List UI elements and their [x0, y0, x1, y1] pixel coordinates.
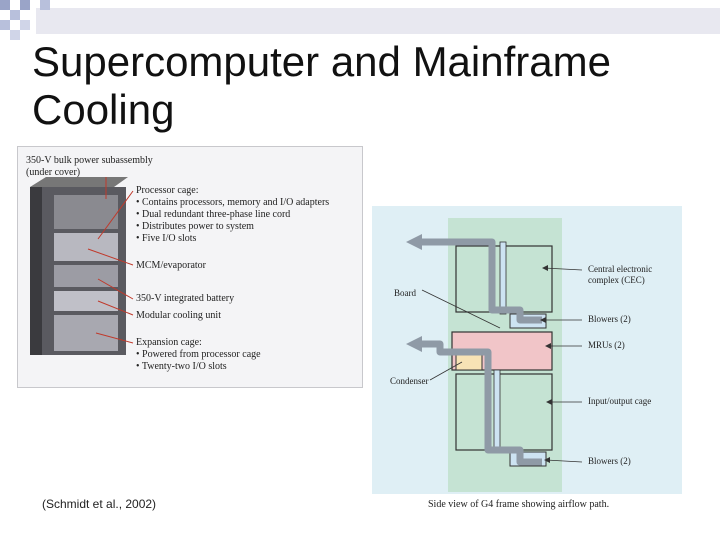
leader-lines	[87, 177, 134, 344]
processor-cage	[54, 233, 118, 261]
deco-square	[20, 0, 30, 10]
io-cage-box	[455, 373, 553, 451]
deco-square	[0, 0, 10, 10]
server-figure: 350-V bulk power subassembly (under cove…	[17, 146, 363, 388]
label-board: Board	[394, 288, 416, 298]
airflow-figure: Central electronic complex (CEC) Board B…	[372, 206, 682, 494]
cabinet-top	[30, 177, 128, 187]
airflow-paths	[422, 238, 542, 466]
deco-square	[0, 20, 10, 30]
title-band	[36, 8, 720, 34]
label-cec: Central electronic complex (CEC)	[588, 264, 652, 286]
expansion-item: • Twenty-two I/O slots	[136, 361, 227, 372]
airflow-arrow-mid	[406, 336, 422, 352]
board-io	[493, 369, 501, 453]
label-processor-cage: Processor cage: • Contains processors, m…	[136, 185, 329, 245]
leader-arrowheads	[540, 265, 552, 463]
expansion-cage	[54, 315, 118, 351]
processor-item: • Five I/O slots	[136, 233, 197, 244]
processor-item: • Contains processors, memory and I/O ad…	[136, 197, 330, 208]
citation: (Schmidt et al., 2002)	[42, 497, 157, 511]
bulk-power-text: 350-V bulk power subassembly	[26, 155, 153, 166]
deco-square	[10, 10, 20, 20]
label-mcm: MCM/evaporator	[136, 260, 206, 272]
cooling-unit	[54, 291, 118, 311]
label-cooling-unit: Modular cooling unit	[136, 310, 221, 322]
airflow-arrow-top	[406, 234, 422, 250]
deco-square	[20, 20, 30, 30]
diagram-leader-lines	[421, 267, 583, 463]
label-expansion-cage: Expansion cage: • Powered from processor…	[136, 337, 261, 373]
title-line-2: Cooling	[32, 86, 175, 133]
processor-cage-heading: Processor cage:	[136, 185, 199, 196]
battery-unit	[54, 265, 118, 287]
airflow-diagram	[406, 218, 583, 492]
label-mrus: MRUs (2)	[588, 340, 625, 350]
deco-square	[40, 0, 50, 10]
bulk-power-sub-text: (under cover)	[26, 167, 81, 178]
power-subassembly	[54, 195, 118, 229]
expansion-cage-heading: Expansion cage:	[136, 337, 202, 348]
expansion-item: • Powered from processor cage	[136, 349, 261, 360]
label-condenser: Condenser	[390, 376, 429, 386]
processor-item: • Distributes power to system	[136, 221, 254, 232]
label-blowers-bottom: Blowers (2)	[588, 456, 631, 466]
cabinet-side	[30, 187, 42, 355]
cec-line-1: Central electronic	[588, 264, 653, 274]
battery-text: 350-V integrated battery	[136, 293, 235, 304]
cec-line-2: complex (CEC)	[588, 275, 645, 285]
mcm-text: MCM/evaporator	[136, 260, 206, 271]
server-illustration	[30, 177, 134, 355]
deco-square	[10, 30, 20, 40]
slide-title: Supercomputer and Mainframe Cooling	[32, 38, 692, 134]
title-line-1: Supercomputer and Mainframe	[32, 38, 611, 85]
label-battery: 350-V integrated battery	[136, 293, 234, 305]
label-blowers-top: Blowers (2)	[588, 314, 631, 324]
board-cec	[499, 241, 507, 315]
figure-caption: Side view of G4 frame showing airflow pa…	[428, 499, 610, 510]
cooling-unit-text: Modular cooling unit	[136, 310, 221, 321]
processor-item: • Dual redundant three-phase line cord	[136, 209, 291, 220]
label-io-cage: Input/output cage	[588, 396, 652, 406]
title-decoration	[0, 0, 720, 40]
label-bulk-power: 350-V bulk power subassembly (under cove…	[26, 155, 153, 179]
